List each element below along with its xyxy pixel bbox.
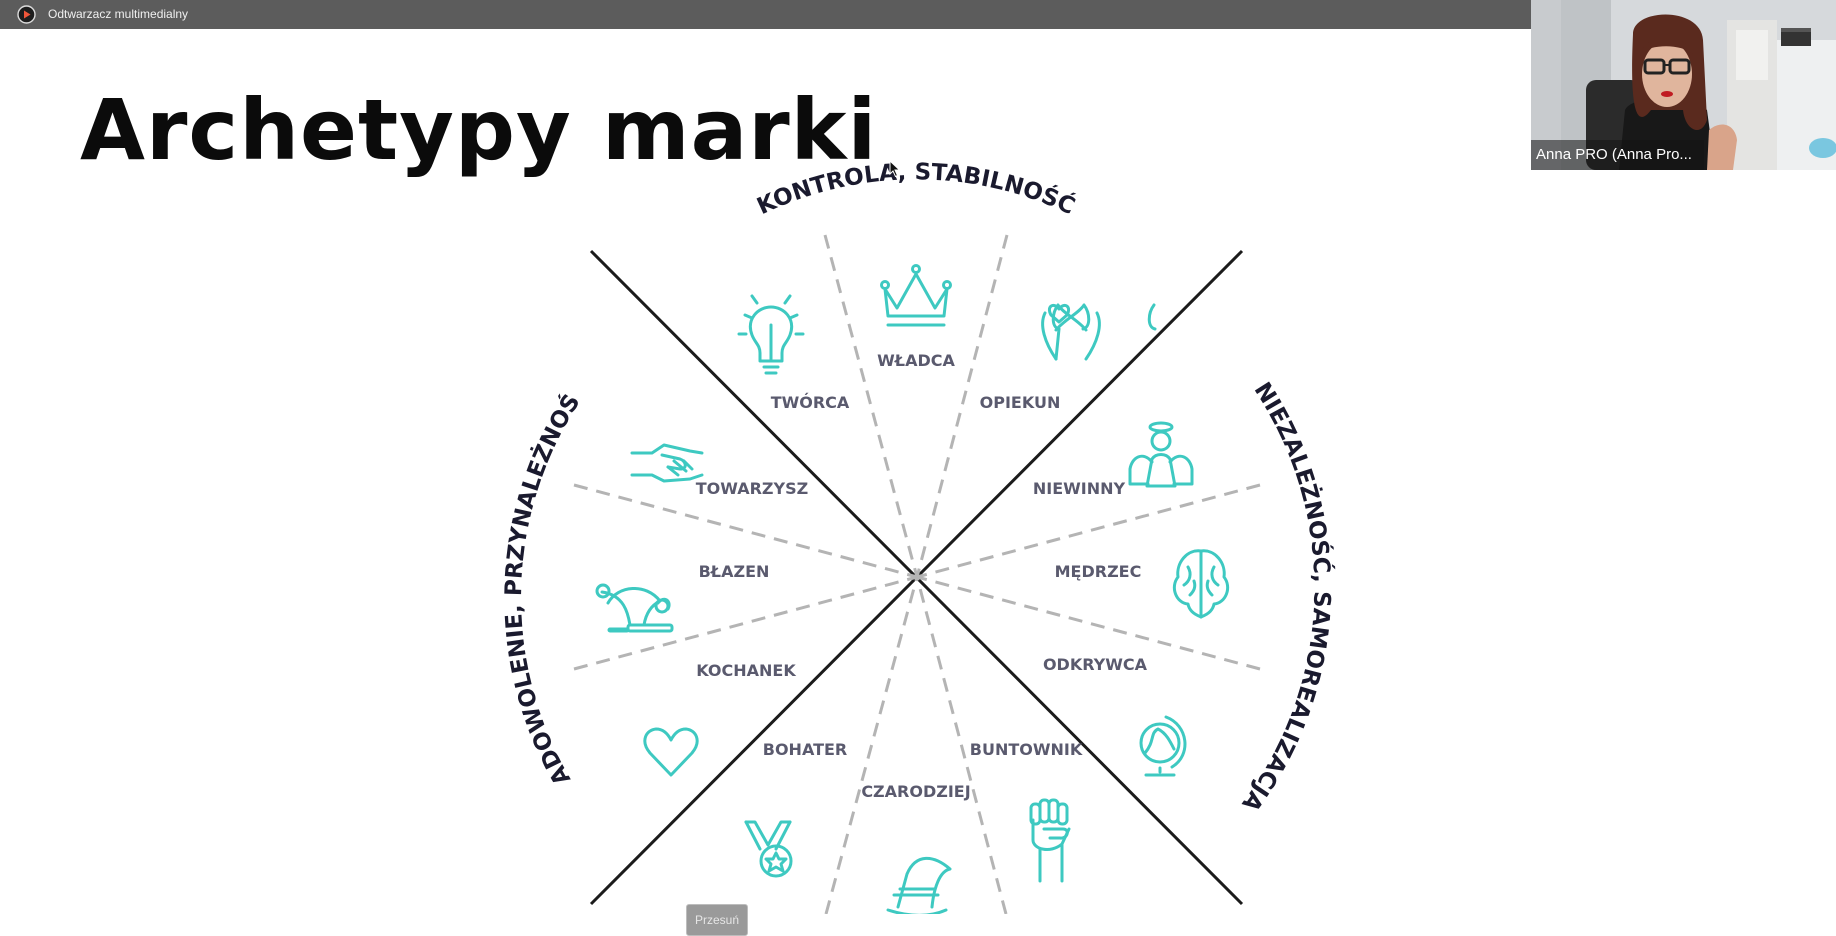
archetype-label-towarzysz: TOWARZYSZ xyxy=(696,479,808,498)
crown-icon xyxy=(880,264,952,327)
lightbulb-icon xyxy=(737,294,805,375)
group-label-right: NIEZALEŻNOŚĆ, SAMOREALIZACJA xyxy=(1236,378,1336,816)
archetype-label-wladca: WŁADCA xyxy=(877,351,955,370)
dashed-divider-lines xyxy=(573,234,1261,914)
mouse-cursor-icon xyxy=(889,160,901,178)
slide-title: Archetypy marki xyxy=(80,81,878,179)
medal-icon xyxy=(744,820,793,878)
archetype-label-odkrywca: ODKRYWCA xyxy=(1043,655,1148,674)
archetype-label-czarodziej: CZARODZIEJ xyxy=(861,782,970,801)
fist-icon xyxy=(1029,798,1071,883)
archetype-label-bohater: BOHATER xyxy=(763,740,848,759)
archetype-label-blazen: BŁAZEN xyxy=(699,562,770,581)
globe-icon xyxy=(1139,715,1187,777)
archetype-label-medrzec: MĘDRZEC xyxy=(1055,562,1142,581)
archetype-label-niewinny: NIEWINNY xyxy=(1033,479,1126,498)
brain-icon xyxy=(1172,549,1230,619)
archetype-wheel: KONTROLA, STABILNOŚĆ ZADOWOLENIE, PRZYNA… xyxy=(0,29,1336,914)
presentation-slide: Archetypy marki KONTROLA, STABILNOŚĆ ZAD… xyxy=(0,29,1836,936)
participant-name: Anna PRO (Anna Pro... xyxy=(1531,140,1704,170)
archetype-label-kochanek: KOCHANEK xyxy=(696,661,796,680)
archetype-label-opiekun: OPIEKUN xyxy=(980,393,1061,412)
jester-hat-icon xyxy=(595,583,674,633)
group-label-left: ZADOWOLENIE, PRZYNALEŻNOŚĆ xyxy=(0,29,586,789)
caring-hands-icon xyxy=(1041,303,1157,361)
window-titlebar: Odtwarzacz multimedialny xyxy=(0,0,1836,29)
window-title: Odtwarzacz multimedialny xyxy=(48,7,189,21)
webcam-thumbnail[interactable]: Anna PRO (Anna Pro... xyxy=(1531,0,1836,170)
group-label-top: KONTROLA, STABILNOŚĆ xyxy=(753,159,1079,220)
angel-icon xyxy=(1128,421,1194,488)
handshake-icon xyxy=(630,443,704,483)
archetype-label-tworca: TWÓRCA xyxy=(771,393,850,412)
play-icon[interactable] xyxy=(17,5,36,24)
move-button[interactable]: Przesuń xyxy=(686,904,748,936)
heart-icon xyxy=(643,727,699,777)
archetype-label-buntownik: BUNTOWNIK xyxy=(970,740,1083,759)
wizard-hat-icon xyxy=(886,856,952,914)
